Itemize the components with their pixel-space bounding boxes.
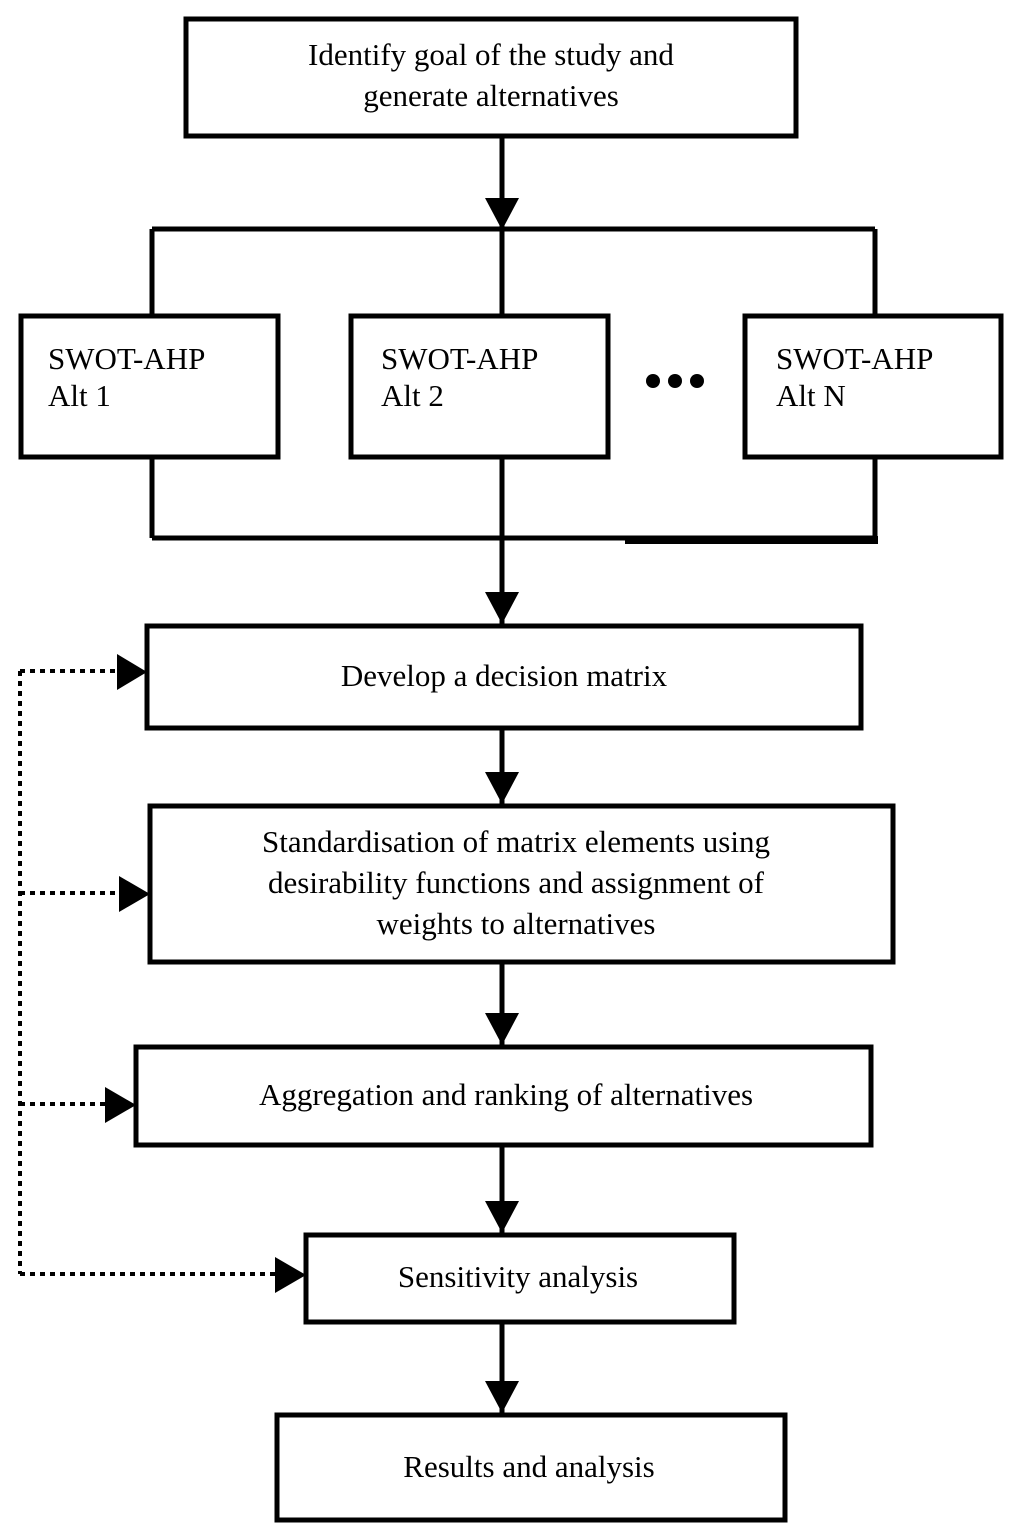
edge-standardisation-to-aggregation xyxy=(485,962,519,1047)
alt2-line-1: SWOT-AHP xyxy=(381,341,538,376)
edge-aggregation-to-sensitivity xyxy=(485,1145,519,1235)
alternatives-merge-bus xyxy=(149,455,878,544)
node-sensitivity-analysis[interactable]: Sensitivity analysis xyxy=(303,1232,737,1325)
results-label: Results and analysis xyxy=(403,1449,654,1484)
edge-sensitivity-to-results xyxy=(485,1322,519,1415)
alt1-line-2: Alt 1 xyxy=(48,378,111,413)
alt2-line-2: Alt 2 xyxy=(381,378,444,413)
sensitivity-label: Sensitivity analysis xyxy=(398,1259,638,1294)
standardisation-line-1: Standardisation of matrix elements using xyxy=(262,824,770,859)
edge-merge-to-matrix xyxy=(485,538,519,626)
node-results-analysis[interactable]: Results and analysis xyxy=(274,1412,788,1523)
standardisation-line-3: weights to alternatives xyxy=(377,906,656,941)
aggregation-label: Aggregation and ranking of alternatives xyxy=(259,1077,753,1112)
decision-matrix-label: Develop a decision matrix xyxy=(341,658,668,693)
alternatives-bus xyxy=(149,226,878,318)
node-swot-ahp-alt-2[interactable]: SWOT-AHP Alt 2 xyxy=(348,313,611,460)
identify-goal-line-2: generate alternatives xyxy=(363,78,619,113)
altn-line-2: Alt N xyxy=(776,378,846,413)
standardisation-line-2: desirability functions and assignment of xyxy=(268,865,765,900)
node-swot-ahp-alt-1[interactable]: SWOT-AHP Alt 1 xyxy=(18,313,281,460)
alternatives-ellipsis-icon xyxy=(646,374,704,388)
node-develop-decision-matrix[interactable]: Develop a decision matrix xyxy=(144,623,864,731)
altn-line-1: SWOT-AHP xyxy=(776,341,933,376)
identify-goal-line-1: Identify goal of the study and xyxy=(308,37,674,72)
edge-matrix-to-standardisation xyxy=(485,728,519,806)
node-aggregation-ranking[interactable]: Aggregation and ranking of alternatives xyxy=(133,1044,874,1148)
node-standardisation[interactable]: Standardisation of matrix elements using… xyxy=(147,803,896,965)
feedback-loop-dotted xyxy=(18,654,306,1293)
node-swot-ahp-alt-n[interactable]: SWOT-AHP Alt N xyxy=(742,313,1004,460)
edge-goal-to-bus xyxy=(485,136,519,232)
alt1-line-1: SWOT-AHP xyxy=(48,341,205,376)
node-identify-goal[interactable]: Identify goal of the study and generate … xyxy=(183,16,799,139)
